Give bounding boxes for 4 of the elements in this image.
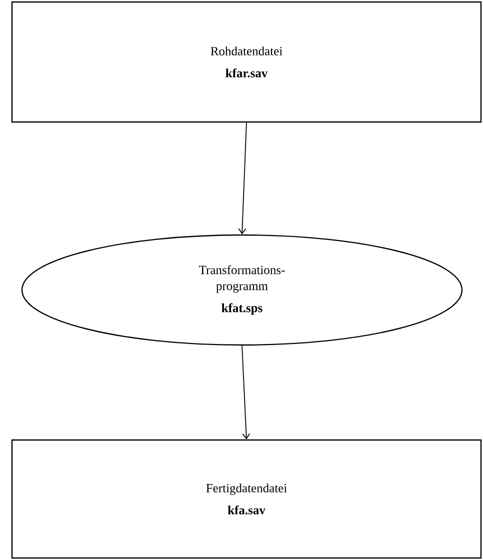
arrow [238, 122, 247, 234]
arrow [242, 345, 250, 440]
file-box: Fertigdatendatei kfa.sav [11, 439, 482, 559]
file-box: Rohdatendatei kfar.sav [11, 1, 482, 123]
